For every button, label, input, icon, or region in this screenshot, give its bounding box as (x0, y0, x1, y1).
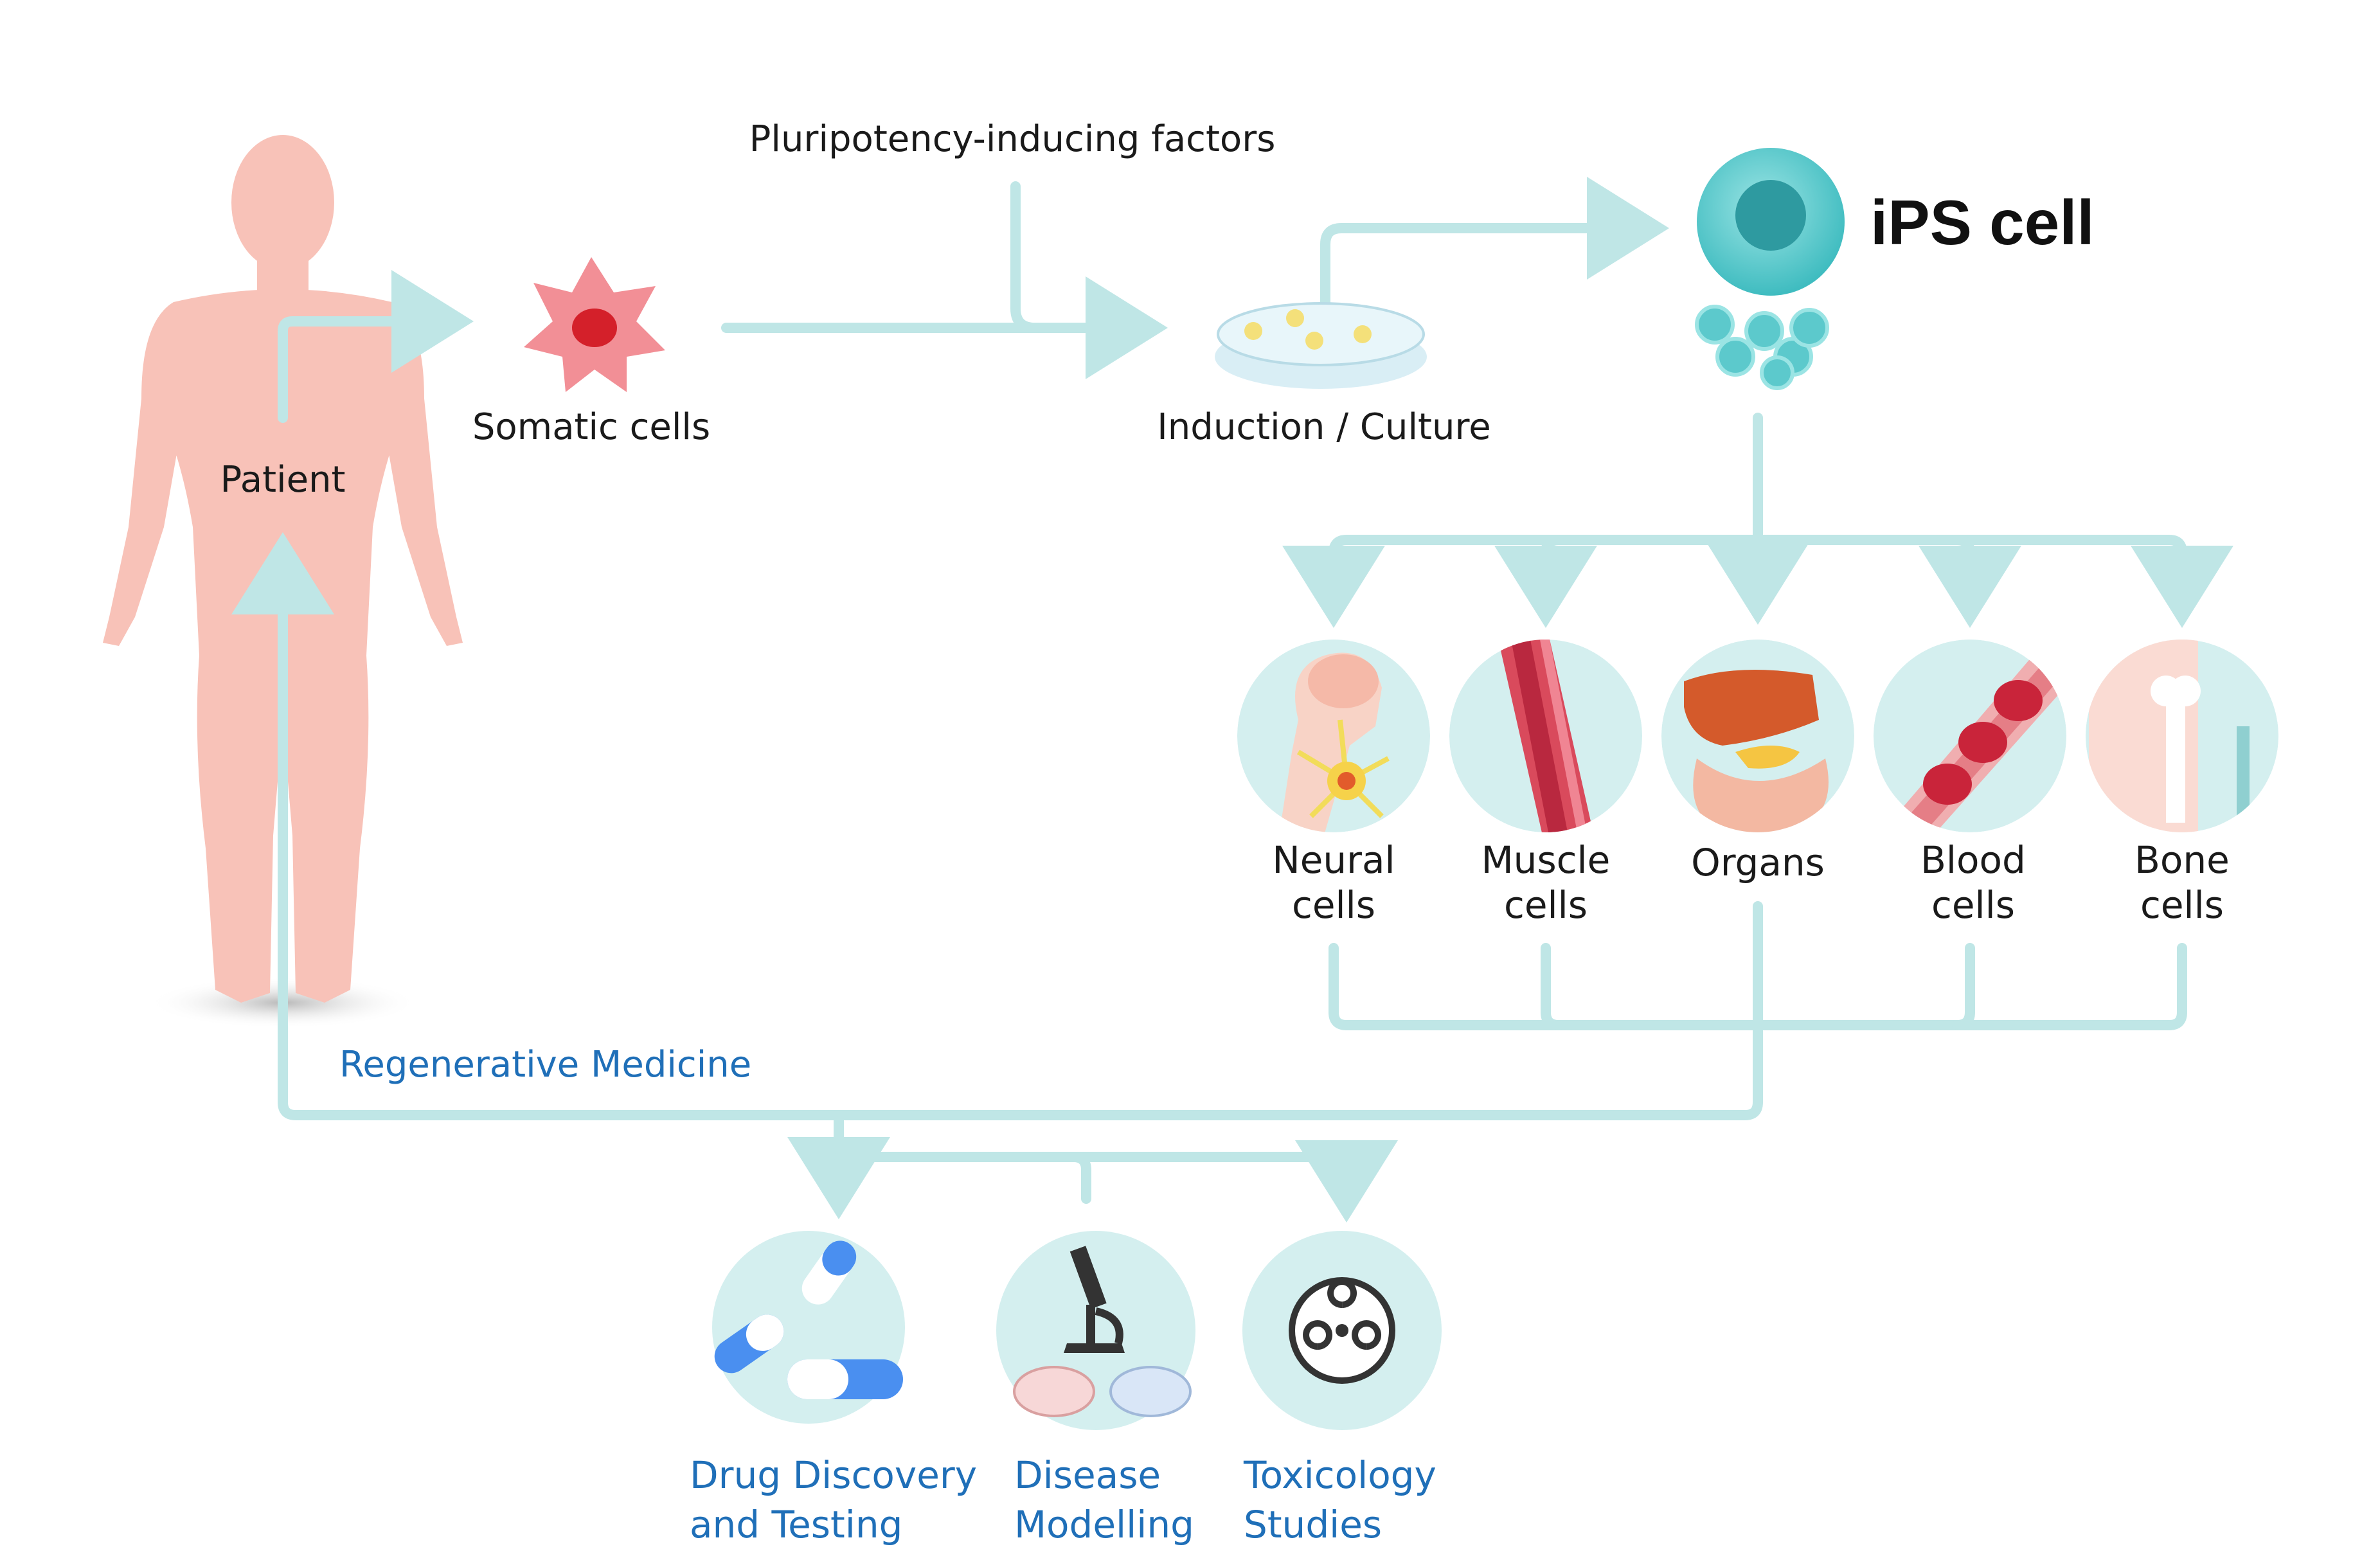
trunk-organs-down (231, 532, 1763, 1120)
regenerative-medicine-label: Regenerative Medicine (339, 1044, 751, 1086)
application-label-drug: Drug Discovery (690, 1453, 977, 1497)
application-sublabel-disease: Modelling (1014, 1503, 1194, 1546)
arrow-dish-to-ips (1320, 177, 1669, 307)
branch-applications-line (834, 1157, 1347, 1202)
capsules-icon (712, 1231, 905, 1424)
induction-label: Induction / Culture (1157, 406, 1490, 448)
cell-type-label-blood: Blood (1920, 838, 2026, 882)
cell-type-sublabel-neural: cells (1292, 883, 1375, 927)
cell-type-sublabel-muscle: cells (1504, 883, 1588, 927)
petri-dish-icon (1215, 302, 1427, 389)
application-label-disease: Disease (1014, 1453, 1161, 1497)
cell-type-icons (1237, 640, 2278, 832)
microscope-icon (996, 1231, 1195, 1430)
arrow-patient-to-somatic (278, 270, 474, 423)
application-sublabel-drug: and Testing (690, 1503, 902, 1546)
cell-type-sublabel-bone: cells (2140, 883, 2224, 927)
application-sublabel-toxicology: Studies (1244, 1503, 1382, 1546)
bone-icon (2086, 640, 2278, 832)
cell-type-label-bone: Bone (2134, 838, 2230, 882)
application-icons (712, 1231, 1442, 1430)
cell-type-label-neural: Neural (1272, 838, 1395, 882)
arrow-to-blood (1919, 535, 2021, 628)
somatic-cell-icon (524, 257, 665, 392)
factors-label: Pluripotency-inducing factors (749, 118, 1276, 160)
cell-type-label-organs: Organs (1691, 841, 1825, 884)
muscle-fiber-icon (1449, 640, 1642, 832)
arrow-factors-down (1010, 181, 1040, 333)
application-label-toxicology: Toxicology (1243, 1453, 1436, 1497)
biohazard-icon (1242, 1231, 1442, 1430)
somatic-label: Somatic cells (472, 406, 710, 448)
ips-cell-icon (1695, 148, 1845, 390)
arrow-to-muscle (1546, 540, 1559, 607)
patient-label: Patient (220, 459, 346, 501)
organs-icon (1661, 640, 1854, 832)
cell-type-sublabel-blood: cells (1931, 883, 2015, 927)
collector-muscle (1541, 943, 1564, 1030)
cell-type-label-muscle: Muscle (1481, 838, 1611, 882)
brain-neuron-icon (1237, 640, 1430, 832)
blood-vessel-icon (1874, 640, 2066, 832)
ips-cell-label: iPS cell (1870, 187, 2095, 258)
collector-blood (1952, 943, 1975, 1030)
